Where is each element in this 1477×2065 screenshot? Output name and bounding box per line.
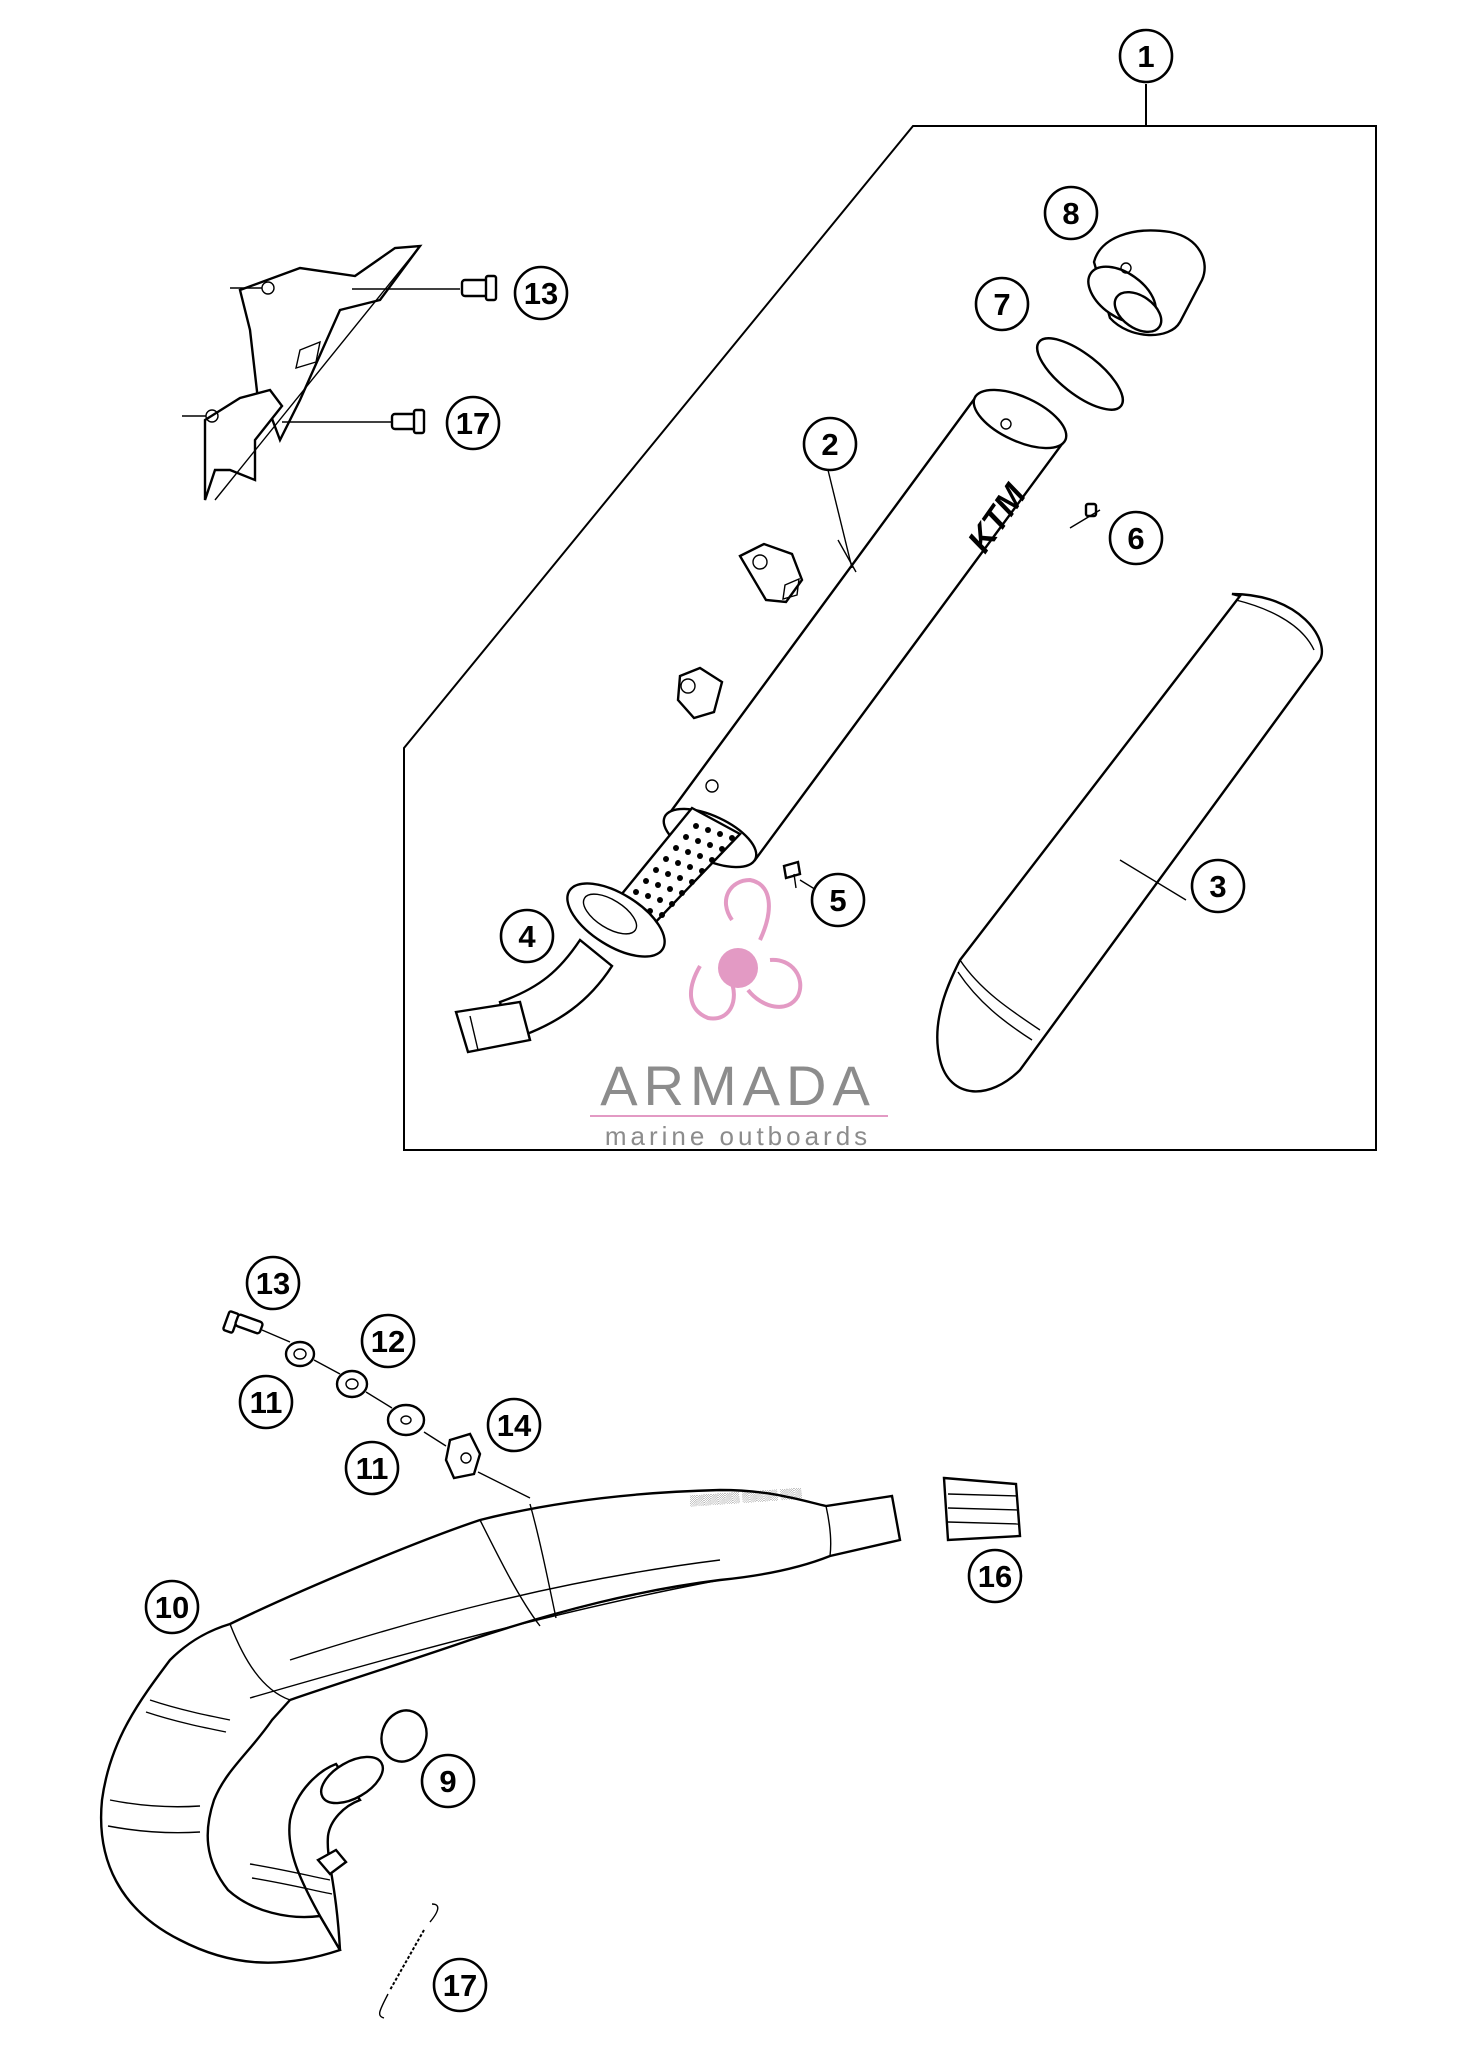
callout-c3: 3 (1190, 858, 1246, 914)
callout-number: 6 (1127, 521, 1144, 556)
perforation-hole (655, 882, 661, 888)
perforation-hole (709, 857, 715, 863)
callout-number: 17 (456, 406, 490, 441)
perforation-hole (687, 864, 693, 870)
perforation-hole (683, 834, 689, 840)
perforation-hole (679, 890, 685, 896)
perforation-hole (707, 842, 713, 848)
callout-c17a: 17 (445, 395, 501, 451)
exhaust-sleeve-16 (942, 1476, 1022, 1542)
perforation-hole (667, 886, 673, 892)
callout-number: 3 (1209, 869, 1226, 904)
callout-number: 9 (439, 1764, 456, 1799)
washer-11-lower (365, 1391, 426, 1437)
callout-number: 10 (155, 1590, 189, 1625)
callout-c8: 8 (1043, 185, 1099, 241)
muffler-body: KTM (662, 388, 1068, 869)
perforation-hole (705, 827, 711, 833)
callout-number: 11 (250, 1385, 283, 1420)
exhaust-spring-17 (378, 1903, 439, 2019)
perforation-hole (669, 901, 675, 907)
bolt-17-upper (282, 408, 426, 435)
perforation-hole (643, 878, 649, 884)
callout-c6: 6 (1108, 510, 1164, 566)
callout-c16: 16 (967, 1548, 1023, 1604)
callout-c4: 4 (499, 908, 555, 964)
brand-name: ARMADA (600, 1054, 876, 1117)
perforation-hole (657, 897, 663, 903)
perforation-hole (699, 868, 705, 874)
callout-c13a: 13 (513, 265, 569, 321)
callout-number: 14 (497, 1408, 532, 1443)
propeller-icon (688, 877, 803, 1021)
perforation-hole (633, 889, 639, 895)
perforation-hole (675, 860, 681, 866)
perforation-hole (697, 853, 703, 859)
callout-c1: 1 (1118, 28, 1174, 84)
perforation-hole (677, 875, 683, 881)
callout-number: 4 (518, 919, 536, 954)
rivet-6 (1084, 502, 1098, 518)
callout-number: 13 (524, 276, 558, 311)
perforation-hole (717, 831, 723, 837)
callout-number: 5 (829, 883, 846, 918)
perforation-hole (663, 856, 669, 862)
perforation-hole (719, 846, 725, 852)
callout-number: 13 (256, 1266, 290, 1301)
perforation-hole (673, 845, 679, 851)
bolt-13-upper (352, 274, 498, 302)
callout-c5: 5 (810, 872, 866, 928)
clip-nut-14 (423, 1431, 531, 1499)
perforation-hole (665, 871, 671, 877)
exhaust-lower-bend (249, 1755, 384, 1951)
rubber-grommet-12 (313, 1359, 369, 1399)
brand-tagline: marine outboards (605, 1121, 871, 1151)
end-cap (1087, 229, 1206, 337)
silencer-assembly-outline (403, 84, 1377, 1151)
callout-number: 11 (356, 1451, 389, 1486)
bracket-top-left (182, 244, 423, 501)
muffler-outer-sleeve (936, 592, 1323, 1093)
perforation-hole (659, 912, 665, 918)
exhaust-manifold: ░░░░░░░ ░░░░░ ░░░ (99, 1487, 902, 1964)
callout-number: 1 (1137, 39, 1154, 74)
perforation-hole (653, 867, 659, 873)
washer-11-upper (284, 1340, 316, 1368)
callout-c9: 9 (420, 1753, 476, 1809)
callout-c7: 7 (974, 276, 1030, 332)
callout-c14: 14 (486, 1397, 542, 1453)
bolt-13-lower (222, 1310, 291, 1343)
perforation-hole (729, 835, 735, 841)
perforation-hole (689, 879, 695, 885)
connection-pipe (454, 882, 666, 1054)
callout-c2: 2 (802, 416, 858, 472)
armada-logo: ARMADA marine outboards (590, 877, 888, 1151)
callout-number: 2 (821, 427, 838, 462)
perforation-hole (645, 893, 651, 899)
callout-c13b: 13 (245, 1255, 301, 1311)
callout-number: 12 (371, 1324, 405, 1359)
callout-c10: 10 (144, 1579, 200, 1635)
screw-5 (782, 860, 802, 889)
callout-c12: 12 (360, 1313, 416, 1369)
perforation-hole (693, 823, 699, 829)
perforation-hole (695, 838, 701, 844)
callout-number: 17 (443, 1968, 477, 2003)
perforation-hole (685, 849, 691, 855)
o-ring (1036, 337, 1124, 411)
callout-number: 8 (1062, 196, 1079, 231)
callout-c17b: 17 (432, 1957, 488, 2013)
callout-number: 7 (993, 287, 1010, 322)
leader-lines (799, 469, 1187, 901)
callout-c11b: 11 (344, 1440, 400, 1496)
callout-c11a: 11 (238, 1374, 294, 1430)
seal-ring-9 (380, 1709, 428, 1763)
callout-number: 16 (978, 1559, 1012, 1594)
